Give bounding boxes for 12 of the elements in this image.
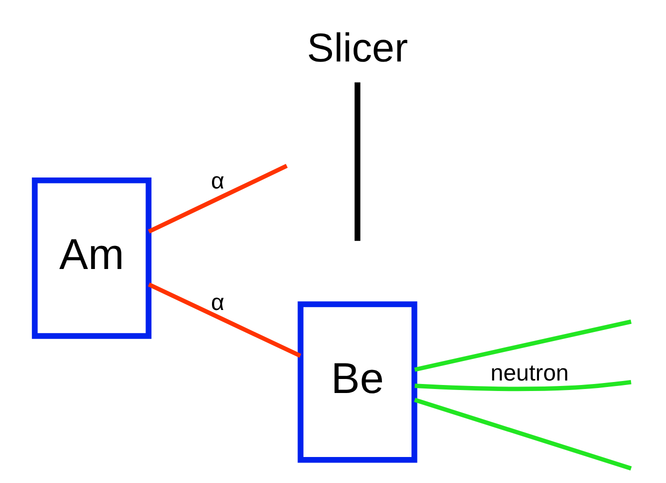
node-box bbox=[354, 82, 360, 241]
connector bbox=[147, 164, 288, 234]
node-box: Am bbox=[31, 177, 151, 339]
edge-label: neutron bbox=[490, 359, 568, 386]
edge-label: α bbox=[210, 288, 224, 315]
connector bbox=[147, 282, 301, 358]
connector bbox=[414, 398, 632, 471]
edge-label: α bbox=[210, 168, 224, 194]
node-label: Slicer bbox=[306, 24, 408, 70]
node-box: Be bbox=[297, 301, 417, 463]
connector bbox=[414, 380, 631, 392]
connector bbox=[414, 319, 632, 372]
